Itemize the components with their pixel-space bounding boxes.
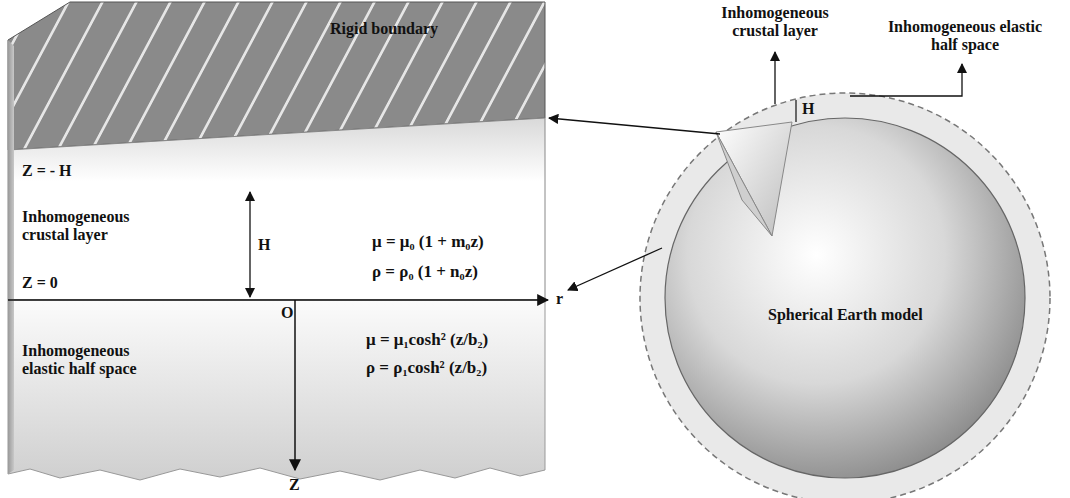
dimension-label: H (802, 100, 814, 118)
halfspace-callout (850, 64, 962, 96)
thickness-arrow (249, 192, 250, 297)
formula: ρ = ρ₀ (1 + n₀z) (372, 262, 478, 282)
coordinate-label: Z = - H (22, 162, 72, 180)
layer-label: Inhomogeneous elastic half space (22, 342, 172, 379)
formula: μ = μ₀ (1 + m₀z) (372, 232, 484, 252)
shell-thickness (795, 100, 796, 122)
callout-label: Inhomogeneous elastic half space (880, 18, 1050, 55)
half-space (8, 300, 545, 480)
formula: ρ = ρ₁cosh² (z/b₂) (366, 358, 487, 378)
wedge-side (716, 132, 772, 236)
boundary-label: Rigid boundary (330, 20, 438, 38)
axis-label: Z (289, 476, 300, 494)
side-face (8, 40, 14, 474)
crust-callout (774, 52, 775, 104)
sphere-label: Spherical Earth model (768, 306, 923, 324)
formula: μ = μ₁cosh² (z/b₂) (366, 330, 488, 350)
layer-label: Inhomogeneous crustal layer (22, 208, 172, 245)
dimension-label: H (258, 236, 270, 254)
axis-label: r (556, 290, 563, 308)
r-axis (8, 299, 548, 301)
outer-sphere (640, 93, 1050, 498)
origin-label: O (281, 304, 293, 322)
zoom-arrow (549, 118, 720, 134)
zoom-arrow (568, 248, 662, 290)
coordinate-label: Z = 0 (22, 274, 58, 292)
z-axis (294, 300, 296, 470)
callout-label: Inhomogeneous crustal layer (705, 4, 845, 41)
crustal-layer (8, 118, 545, 300)
inner-sphere (665, 118, 1025, 478)
cutaway-wedge (716, 122, 792, 236)
